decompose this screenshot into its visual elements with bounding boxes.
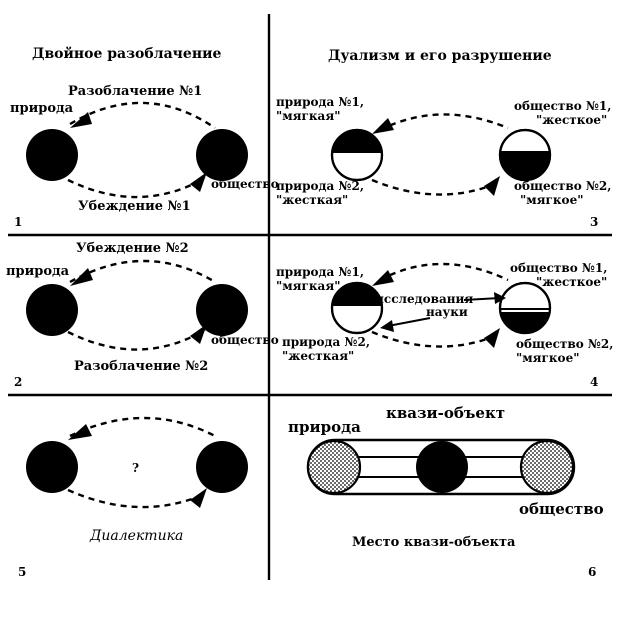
panel-4-research-arrow-to-society [463, 297, 501, 301]
panel-1-arrow-to-nature [70, 112, 92, 128]
panel-4-arrow-to-nature [372, 270, 394, 286]
panel-4-research-line1: исследования [375, 292, 473, 306]
panel-4: природа №1, "мягкая" общество №1, "жестк… [276, 261, 613, 389]
panel-1-society-circle [196, 129, 248, 181]
panel-4-arrow-to-society [484, 328, 500, 348]
panel-2-arrow-to-nature [70, 268, 93, 286]
panel-2-top-label: Убеждение №2 [76, 241, 189, 256]
panel-3-number: 3 [590, 215, 598, 229]
panel-1-society-label: общество [211, 177, 279, 191]
panel-4-society1-line2: "жесткое" [536, 275, 607, 289]
panel-4-research-line2: науки [426, 305, 468, 319]
panel-4-society1-line1: общество №1, [510, 261, 607, 275]
panel-6-society-label: общество [519, 500, 604, 518]
panel-3-society1-line2: "жесткое" [536, 113, 607, 127]
panel-2-bottom-label: Разоблачение №2 [74, 359, 208, 374]
panel-4-nature1-line2: "мягкая" [276, 279, 340, 293]
panel-5-arrow-to-nature [68, 424, 92, 440]
panel-1-bottom-label: Убеждение №1 [78, 199, 191, 214]
panel-3-arrow-to-nature [372, 118, 394, 134]
panel-4-research-arrow-to-nature [387, 317, 431, 327]
panel-2: Убеждение №2 природа общество Разоблачен… [6, 241, 279, 389]
panel-3-title: Дуализм и его разрушение [328, 48, 552, 64]
panel-6-number: 6 [588, 565, 596, 579]
panel-1-nature-circle [26, 129, 78, 181]
panel-3-arrow-to-society [484, 176, 500, 196]
panel-5-top-arc [69, 416, 216, 438]
panel-3-nature1-line1: природа №1, [276, 95, 364, 109]
panel-6-nature-label: природа [288, 418, 361, 436]
panel-4-nature-circle [330, 281, 384, 335]
panel-4-society2-line1: общество №2, [516, 337, 613, 351]
panel-2-arrow-to-society [190, 324, 207, 344]
panel-3-top-arc [379, 113, 509, 132]
panel-1-nature-label: природа [10, 101, 74, 116]
panel-4-nature1-line1: природа №1, [276, 265, 364, 279]
panel-2-society-circle [196, 284, 248, 336]
panel-6-quasi-object-label: квази-объект [386, 404, 505, 422]
panel-5-caption: Диалектика [89, 528, 183, 544]
panel-2-top-arc [69, 259, 216, 284]
panel-1-top-arc [69, 101, 216, 129]
panel-3-bottom-arc [371, 178, 501, 196]
panel-3-nature2-line1: природа №2, [276, 179, 364, 193]
grid-lines [8, 14, 612, 580]
panel-3-nature1-line2: "мягкая" [276, 109, 340, 123]
panel-5-nature-circle [26, 441, 78, 493]
panel-4-society2-line2: "мягкое" [516, 351, 579, 365]
panel-4-society-circle [498, 281, 552, 335]
panel-4-bottom-arc [371, 330, 501, 348]
panel-3: Дуализм и его разрушение природа №1, "мя… [276, 48, 611, 229]
panel-1-arrow-to-society [190, 172, 207, 192]
panel-1-top-label: Разоблачение №1 [68, 84, 202, 99]
panel-4-nature2-line1: природа №2, [282, 335, 370, 349]
panel-3-society1-line1: общество №1, [514, 99, 611, 113]
panel-4-number: 4 [590, 375, 598, 389]
panel-2-nature-circle [26, 284, 78, 336]
panel-1-bottom-arc [67, 176, 206, 199]
panel-6-society-circle [519, 439, 575, 495]
panel-6-quasi-object-circle [416, 441, 468, 493]
panel-2-bottom-arc [67, 328, 206, 351]
panel-3-nature-circle [330, 128, 384, 182]
panel-3-nature2-line2: "жесткая" [276, 193, 348, 207]
panel-5-question-mark: ? [132, 461, 139, 475]
panel-5-bottom-arc [67, 488, 206, 509]
panel-4-top-arc [379, 262, 509, 282]
panel-5-arrow-to-society [190, 488, 207, 508]
panel-1: Двойное разоблачение Разоблачение №1 при… [10, 45, 279, 229]
panel-5-number: 5 [18, 565, 26, 579]
panel-6-nature-circle [306, 439, 362, 495]
panel-2-nature-label: природа [6, 264, 70, 279]
panel-3-society2-line2: "мягкое" [520, 193, 583, 207]
panel-5: ? Диалектика 5 [18, 416, 248, 579]
panel-2-society-label: общество [211, 333, 279, 347]
panel-6-caption: Место квази-объекта [352, 535, 516, 550]
panel-6: квази-объект природа общество Место кваз… [288, 404, 604, 579]
panel-4-research-arrowhead-society [494, 292, 506, 304]
panel-3-society-circle [498, 128, 552, 182]
panel-1-number: 1 [14, 215, 22, 229]
panel-4-research-arrowhead-nature [380, 320, 394, 332]
panel-4-nature2-line2: "жесткая" [282, 349, 354, 363]
panel-5-society-circle [196, 441, 248, 493]
panel-1-title: Двойное разоблачение [32, 45, 221, 62]
panel-3-society2-line1: общество №2, [514, 179, 611, 193]
panel-2-number: 2 [14, 375, 22, 389]
